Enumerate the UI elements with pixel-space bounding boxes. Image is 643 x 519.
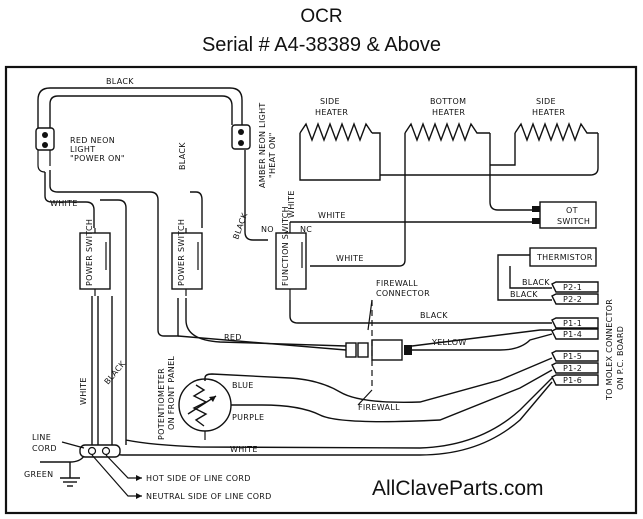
line-cord (40, 444, 121, 487)
wire-black-lower (190, 191, 203, 228)
label-firewall-connector-1: FIREWALL (376, 279, 418, 288)
wire-white-neon-to-switch (44, 172, 95, 228)
label-red-neon-1: RED NEON (70, 136, 115, 145)
label-black-p1: BLACK (420, 311, 448, 320)
red-neon-light (35, 127, 55, 173)
label-firewall: FIREWALL (358, 403, 400, 412)
diagram-frame (4, 65, 638, 515)
wire-black-amber (244, 150, 268, 241)
label-amber-neon-2: "HEAT ON" (268, 132, 277, 178)
label-nc: NC (300, 225, 312, 234)
label-black-th1: BLACK (522, 278, 550, 287)
leader-neutral (91, 454, 142, 497)
label-thermistor: THERMISTOR (536, 253, 593, 262)
potentiometer (178, 378, 232, 440)
wire-black-neon-to-switch (49, 170, 179, 337)
label-red: RED (224, 333, 242, 342)
pin-p1-1: P1-1 (563, 319, 582, 328)
label-white-vertical: WHITE (79, 377, 88, 405)
label-side-heater-right-2: HEATER (532, 108, 565, 117)
molex-pins (551, 281, 599, 386)
wire-blue (204, 357, 553, 403)
wire-black-top (37, 87, 243, 128)
label-amber-neon-1: AMBER NEON LIGHT (258, 102, 267, 188)
label-power-switch-1: POWER SWITCH (85, 219, 94, 286)
brand-watermark: AllClaveParts.com (372, 477, 544, 500)
diagram-subtitle: Serial # A4-38389 & Above (201, 34, 442, 56)
label-bottom-heater-1: BOTTOM (430, 97, 466, 106)
wire-black-top-inner (49, 95, 233, 128)
wire-red-curve (185, 298, 347, 347)
leader-line-cord (61, 441, 85, 449)
label-white-left: WHITE (50, 199, 78, 208)
wire-black-p1-1 (289, 300, 552, 324)
pin-p2-2: P2-2 (563, 295, 582, 304)
label-black-amber: BLACK (231, 211, 249, 241)
pin-p1-6: P1-6 (563, 376, 582, 385)
heater-side-left (299, 122, 381, 181)
label-white-ot: WHITE (318, 211, 346, 220)
arrow-neutral (136, 493, 142, 499)
label-no: NO (261, 225, 274, 234)
label-line-cord-1: LINE (32, 433, 51, 442)
label-power-switch-2: POWER SWITCH (177, 219, 186, 286)
label-black-th2: BLACK (510, 290, 538, 299)
label-hot-side: HOT SIDE OF LINE CORD (146, 474, 251, 483)
label-pot-2: ON FRONT PANEL (167, 356, 176, 430)
amber-neon-light (231, 124, 251, 150)
wire-ot-top (489, 165, 540, 211)
label-purple: PURPLE (232, 413, 264, 422)
label-side-heater-left-2: HEATER (315, 108, 348, 117)
label-pot-1: POTENTIOMETER (157, 368, 166, 440)
label-firewall-connector-2: CONNECTOR (376, 289, 430, 298)
label-side-heater-right-1: SIDE (536, 97, 556, 106)
label-black-diag: BLACK (103, 359, 128, 386)
label-white-fs: WHITE (287, 190, 296, 218)
wire-black-to-cord (100, 199, 127, 445)
label-ot-switch: SWITCH (557, 217, 590, 226)
label-red-neon-2: LIGHT (70, 145, 95, 154)
leader-hot (105, 454, 142, 479)
pin-p1-5: P1-5 (563, 352, 582, 361)
label-ot: OT (566, 206, 578, 215)
wire-yellow-2 (411, 329, 552, 347)
label-white-fs-right: WHITE (336, 254, 364, 263)
wire-heater-to-fs (310, 165, 406, 267)
function-switch (275, 222, 307, 300)
thermistor (497, 247, 597, 301)
arrow-hot (136, 475, 142, 481)
power-switch-1 (79, 228, 111, 296)
wire-white-bottom-2 (125, 377, 553, 449)
pin-p2-1: P2-1 (563, 283, 582, 292)
label-yellow: YELLOW (431, 338, 467, 347)
wire-yellow (412, 333, 553, 351)
firewall-connector (345, 299, 412, 406)
label-line-cord-2: CORD (32, 444, 57, 453)
label-white-bottom: WHITE (230, 445, 258, 454)
label-black-top: BLACK (106, 77, 134, 86)
label-side-heater-left-1: SIDE (320, 97, 340, 106)
label-bottom-heater-2: HEATER (432, 108, 465, 117)
diagram-title: OCR (300, 6, 343, 27)
pin-p1-4: P1-4 (563, 330, 582, 339)
power-switch-2 (171, 228, 203, 296)
label-function-switch: FUNCTION SWITCH (281, 206, 290, 286)
pin-p1-2: P1-2 (563, 364, 582, 373)
label-black-vertical: BLACK (178, 142, 187, 170)
ot-switch (532, 201, 597, 229)
label-molex-1: TO MOLEX CONNECTOR (605, 299, 614, 401)
label-green: GREEN (24, 470, 53, 479)
label-neutral-side: NEUTRAL SIDE OF LINE CORD (146, 492, 272, 501)
heater-bottom (404, 122, 491, 165)
wire-purple (231, 369, 553, 423)
label-molex-2: ON P.C. BOARD (616, 326, 625, 390)
label-blue: BLUE (232, 381, 254, 390)
heater-side-right (380, 122, 599, 176)
label-red-neon-3: "POWER ON" (70, 154, 125, 163)
